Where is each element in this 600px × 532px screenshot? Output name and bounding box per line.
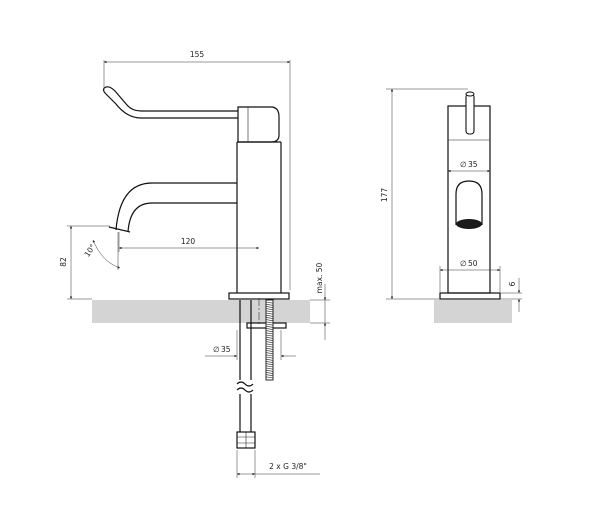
front-spout-opening <box>455 180 483 229</box>
dim-overall-height-label: 177 <box>380 188 389 203</box>
thread-line <box>265 345 274 348</box>
thread-line <box>265 341 274 344</box>
side-view: 155 120 82 10° max. 50 <box>59 50 330 478</box>
thread-line <box>265 312 274 315</box>
dimension-overall-width: 155 <box>103 50 291 290</box>
thread-line <box>265 363 274 366</box>
front-counter <box>434 300 512 323</box>
dim-base-diameter-label: 50 <box>468 259 478 268</box>
dim-base-height-label: 6 <box>508 281 517 286</box>
thread-line <box>265 374 274 377</box>
thread-line <box>265 336 274 339</box>
dim-base-diameter-symbol: ∅ <box>460 259 467 268</box>
aerator <box>456 219 482 229</box>
thread-line <box>265 306 274 308</box>
thread-line <box>265 339 274 341</box>
thread-line <box>265 330 274 333</box>
dimension-connection: 2 x G 3/8" <box>236 450 320 478</box>
thread-line <box>265 317 274 319</box>
dim-body-diameter-label: 35 <box>468 160 478 169</box>
dim-connection-label: 2 x G 3/8" <box>269 462 307 471</box>
dim-spout-reach-label: 120 <box>181 237 196 246</box>
thread-line <box>265 343 274 346</box>
side-lever <box>102 86 238 119</box>
thread-line <box>265 332 274 335</box>
dim-hole-diameter-symbol: ∅ <box>213 345 220 354</box>
thread-line <box>265 367 274 370</box>
dim-counter-thickness-label: max. 50 <box>315 262 324 293</box>
dim-body-diameter-symbol: ∅ <box>460 160 467 169</box>
dimension-overall-height: 177 <box>380 88 468 300</box>
front-base <box>439 292 501 300</box>
thread-line <box>265 347 274 350</box>
thread-line <box>265 334 274 337</box>
thread-line <box>265 301 274 304</box>
thread-line <box>265 352 274 355</box>
front-lever <box>465 91 475 135</box>
dimension-spout-reach: 120 <box>118 232 259 252</box>
dimension-counter-thickness: max. 50 <box>310 262 330 340</box>
dim-overall-width-label: 155 <box>190 50 205 59</box>
side-counter <box>92 300 310 323</box>
thread-line <box>265 325 274 328</box>
side-head <box>237 106 280 143</box>
thread-line <box>265 310 274 313</box>
thread-line <box>265 354 274 357</box>
dimension-spout-angle: 10° <box>82 232 121 270</box>
thread-line <box>265 361 274 363</box>
dimension-body-diameter: ∅ 35 <box>448 160 490 173</box>
thread-line <box>265 372 274 374</box>
thread-line <box>265 350 274 352</box>
dim-hole-diameter-label: 35 <box>221 345 231 354</box>
dimension-base-height: 6 <box>500 278 522 312</box>
thread-line <box>265 321 274 324</box>
thread-line <box>265 319 274 322</box>
thread-line <box>265 365 274 368</box>
side-body <box>236 141 282 293</box>
dimension-base-diameter: ∅ 50 <box>439 259 501 292</box>
front-view: ∅ 35 ∅ 50 177 6 <box>380 88 522 323</box>
thread-line <box>265 303 274 306</box>
thread-line <box>265 376 274 379</box>
dim-spout-height-label: 82 <box>59 257 68 267</box>
dimension-hole-diameter: ∅ 35 <box>205 330 296 360</box>
hose-nut <box>236 431 256 449</box>
thread-line <box>265 323 274 326</box>
thread-line <box>265 356 274 359</box>
dimension-spout-height: 82 <box>59 225 110 300</box>
side-spout <box>115 182 237 233</box>
thread-line <box>265 369 274 372</box>
thread-line <box>265 314 274 317</box>
threaded-rod <box>265 299 274 381</box>
thread-line <box>265 328 274 330</box>
flexible-hose <box>236 300 254 432</box>
thread-line <box>265 308 274 311</box>
thread-line <box>265 358 274 361</box>
